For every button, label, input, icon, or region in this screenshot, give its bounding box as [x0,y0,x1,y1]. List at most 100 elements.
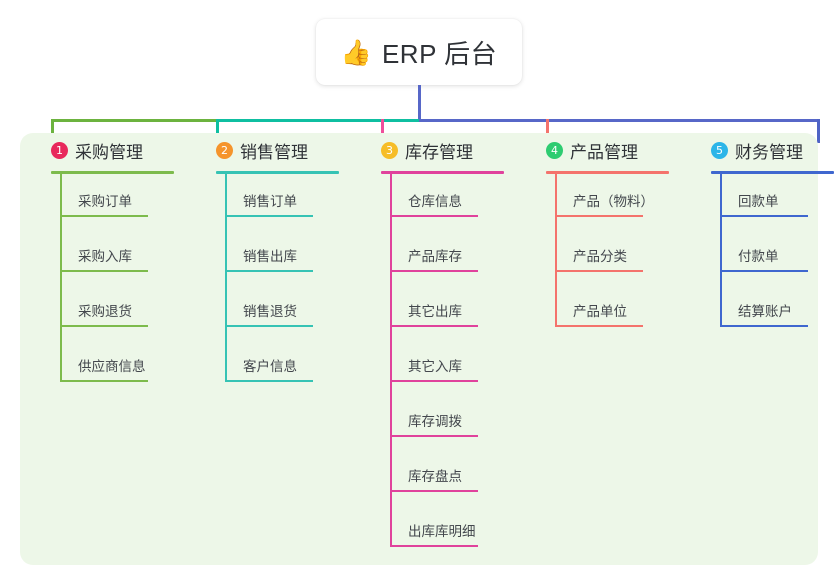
leaf-underline [720,325,808,327]
leaf-node[interactable]: 销售退货 [225,295,337,327]
leaf-node[interactable]: 产品单位 [555,295,667,327]
leaf-node[interactable]: 产品库存 [390,240,502,272]
leaf-label: 客户信息 [243,359,297,374]
leaf-underline [390,545,478,547]
leaf-node[interactable]: 销售订单 [225,185,337,217]
branch-header-1[interactable]: 1 采购管理 [30,133,194,179]
branch-title: 财务管理 [735,142,803,162]
leaf-label: 采购退货 [78,304,132,319]
leaf-underline [555,215,643,217]
branch-underline [381,171,504,174]
leaf-label: 采购入库 [78,249,132,264]
branch-drop-connector-1 [51,119,54,143]
leaf-label: 库存盘点 [408,469,462,484]
leaf-node[interactable]: 采购入库 [60,240,172,272]
leaf-underline [720,270,808,272]
leaf-node[interactable]: 仓库信息 [390,185,502,217]
leaf-node[interactable]: 产品分类 [555,240,667,272]
leaf-underline [225,380,313,382]
branch-title: 库存管理 [405,142,473,162]
leaf-underline [60,380,148,382]
branch-title: 产品管理 [570,142,638,162]
leaf-label: 付款单 [738,249,779,264]
leaf-underline [555,270,643,272]
leaf-label: 供应商信息 [78,359,146,374]
leaf-underline [60,215,148,217]
branch-underline [711,171,834,174]
leaf-underline [390,215,478,217]
leaf-node[interactable]: 结算账户 [720,295,832,327]
leaf-underline [60,325,148,327]
branch-underline [51,171,174,174]
branch-header-3[interactable]: 3 库存管理 [360,133,524,179]
leaf-underline [720,215,808,217]
leaf-underline [390,380,478,382]
branch-vertical-connector [60,174,62,382]
branch-drop-connector-2 [216,119,219,143]
leaf-underline [555,325,643,327]
root-stem-connector [417,85,421,122]
branch-header-row: 3 库存管理 [360,133,524,167]
branch-vertical-connector [225,174,227,382]
leaf-node[interactable]: 其它出库 [390,295,502,327]
leaf-label: 其它入库 [408,359,462,374]
root-node-card[interactable]: 👍 ERP 后台 [316,19,522,85]
branch-column-1: 1 采购管理采购订单采购入库采购退货供应商信息 [30,133,194,382]
leaf-underline [225,215,313,217]
leaf-node[interactable]: 库存调拨 [390,405,502,437]
branch-column-3: 3 库存管理仓库信息产品库存其它出库其它入库库存调拨库存盘点出库库明细 [360,133,524,547]
leaf-node[interactable]: 库存盘点 [390,460,502,492]
leaf-node[interactable]: 产品（物料） [555,185,667,217]
leaf-label: 销售订单 [243,194,297,209]
leaf-node[interactable]: 供应商信息 [60,350,172,382]
branch-underline [216,171,339,174]
leaf-underline [225,325,313,327]
leaf-node[interactable]: 回款单 [720,185,832,217]
branch-title: 销售管理 [240,142,308,162]
thumbs-up-emoji: 👍 [340,38,372,67]
leaf-label: 其它出库 [408,304,462,319]
leaf-label: 出库库明细 [408,524,476,539]
branch-drop-connector-5 [817,119,820,143]
leaf-node[interactable]: 出库库明细 [390,515,502,547]
branch-number-badge: 3 [381,141,398,159]
branch-underline [546,171,669,174]
leaf-node[interactable]: 付款单 [720,240,832,272]
branch-vertical-connector [390,174,392,547]
leaf-label: 销售退货 [243,304,297,319]
branch-vertical-connector [555,174,557,327]
leaf-label: 回款单 [738,194,779,209]
page-title: ERP 后台 [381,38,498,69]
leaf-label: 采购订单 [78,194,132,209]
branch-header-row: 1 采购管理 [30,133,194,167]
leaf-label: 产品单位 [573,304,627,319]
leaf-node[interactable]: 销售出库 [225,240,337,272]
leaf-label: 产品分类 [573,249,627,264]
leaf-node[interactable]: 其它入库 [390,350,502,382]
leaf-underline [390,435,478,437]
leaf-node[interactable]: 采购退货 [60,295,172,327]
branch-drop-connector-3 [381,119,384,143]
leaf-underline [390,490,478,492]
leaf-node[interactable]: 客户信息 [225,350,337,382]
branch-title: 采购管理 [75,142,143,162]
bus-segment-blue [419,119,820,122]
leaf-label: 销售出库 [243,249,297,264]
leaf-label: 仓库信息 [408,194,462,209]
branch-number-badge: 1 [51,141,68,159]
leaf-node[interactable]: 采购订单 [60,185,172,217]
leaf-label: 产品（物料） [573,194,654,209]
leaf-label: 库存调拨 [408,414,462,429]
branch-drop-connector-4 [546,119,549,143]
